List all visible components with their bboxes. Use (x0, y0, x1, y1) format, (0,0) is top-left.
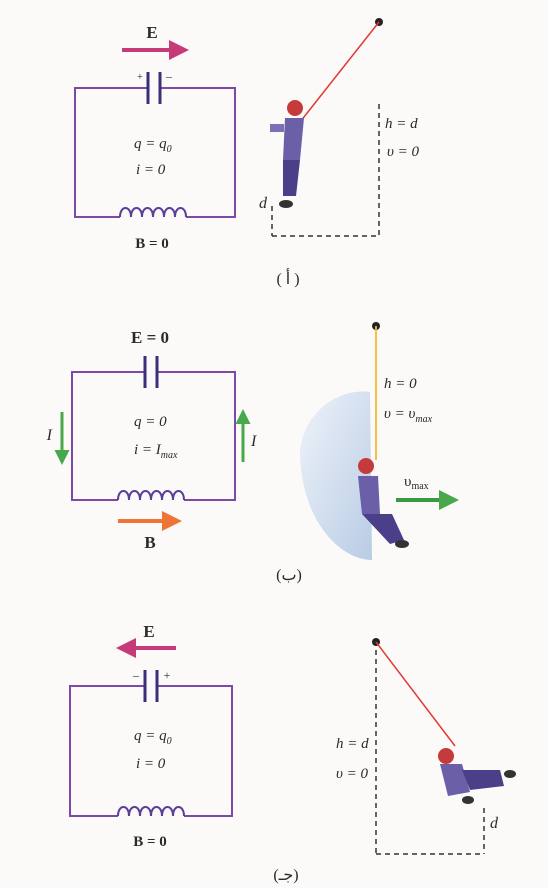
pendulum-height: h = d (336, 736, 369, 752)
child-figure (270, 100, 304, 208)
child-figure (438, 748, 516, 804)
swing-arc-shade (300, 391, 372, 560)
pendulum-speed: υ = υmax (384, 406, 433, 425)
charge-label: q = 0 (134, 414, 167, 430)
distance-label: d (259, 195, 268, 212)
circuit-loop (71, 371, 236, 501)
current-label: i = Imax (134, 442, 178, 461)
rope (299, 21, 380, 123)
pendulum-height: h = d (385, 116, 418, 132)
plate-right-sign: – (165, 69, 173, 83)
circuit-loop (74, 87, 236, 218)
rope (375, 641, 456, 747)
electric-field-label: E (146, 23, 157, 42)
pendulum-speed: υ = 0 (336, 766, 369, 782)
plate-left-sign: + (137, 72, 143, 83)
plate-right-sign: + (164, 668, 171, 682)
charge-label: q = q0 (134, 136, 172, 155)
magnetic-field-label: B = 0 (135, 236, 169, 252)
charge-label: q = q0 (134, 728, 172, 747)
velocity-label: υmax (404, 474, 429, 492)
pendulum-height: h = 0 (384, 376, 417, 392)
panel-a: E + – B = 0 q = q0 i = 0 h = d υ = 0 d (74, 18, 420, 288)
current-left-label: I (46, 427, 53, 444)
plate-left-sign: – (132, 668, 140, 682)
distance-label: d (490, 815, 499, 832)
inductor-coil (117, 806, 185, 817)
capacitor (143, 670, 159, 702)
pendulum-speed: υ = 0 (387, 144, 420, 160)
circuit-loop (69, 685, 233, 817)
caption-c: (جـ) (273, 867, 298, 884)
current-right-label: I (250, 433, 257, 450)
electric-field-label: E (143, 622, 154, 641)
panel-c: E – + B = 0 q = q0 i = 0 h = d υ = 0 d (69, 622, 516, 884)
current-label: i = 0 (136, 162, 166, 178)
inductor-coil (117, 490, 185, 501)
child-figure (358, 458, 409, 548)
caption-a: ( أ ) (276, 268, 299, 288)
magnetic-field-label: B = 0 (133, 834, 167, 850)
panel-b: E = 0 B I I q = 0 i = Imax h = 0 υ = υma… (46, 322, 459, 584)
inductor-coil (119, 207, 187, 218)
current-label: i = 0 (136, 756, 166, 772)
caption-b: (ب) (276, 567, 302, 584)
magnetic-field-label: B (144, 533, 155, 552)
capacitor (146, 72, 162, 104)
electric-field-label: E = 0 (131, 328, 169, 347)
capacitor (143, 356, 159, 388)
